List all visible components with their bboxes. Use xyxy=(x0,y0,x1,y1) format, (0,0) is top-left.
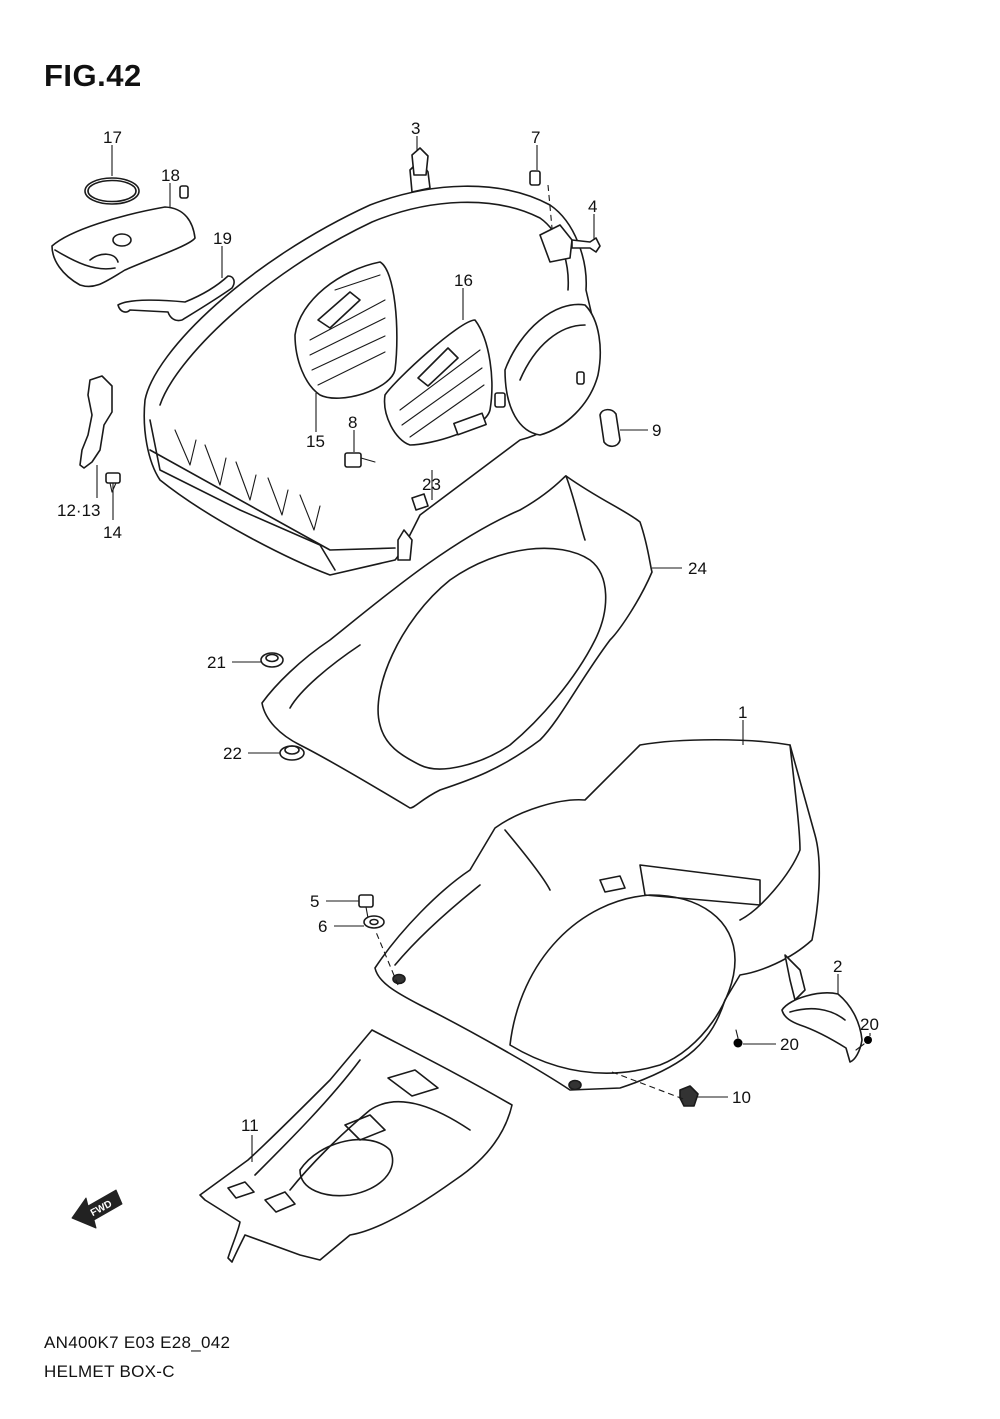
part-16-mat[interactable] xyxy=(383,319,506,446)
part-2-cover[interactable] xyxy=(781,992,863,1063)
figure-title: FIG.42 xyxy=(44,58,142,93)
callout-1: 1 xyxy=(738,703,747,722)
part-21-grommet[interactable] xyxy=(260,652,284,668)
part-12-13-bracket[interactable] xyxy=(79,375,113,469)
callout-4: 4 xyxy=(588,197,597,216)
callout-20-left: 20 xyxy=(780,1035,799,1054)
callout-15: 15 xyxy=(306,432,325,451)
callout-22: 22 xyxy=(223,744,242,763)
part-14-screw[interactable] xyxy=(105,472,121,493)
part-6-washer[interactable] xyxy=(363,915,385,929)
callout-23: 23 xyxy=(422,475,441,494)
callout-10: 10 xyxy=(732,1088,751,1107)
part-1-helmet-box[interactable] xyxy=(374,738,821,1091)
part-17-o-ring[interactable] xyxy=(84,177,140,205)
part-9-clip[interactable] xyxy=(599,408,621,448)
part-18-cover[interactable] xyxy=(51,206,196,288)
callout-19: 19 xyxy=(213,229,232,248)
callout-12-13: 12·13 xyxy=(57,501,100,520)
callout-21: 21 xyxy=(207,653,226,672)
callout-3: 3 xyxy=(411,119,420,138)
callout-7: 7 xyxy=(531,128,540,147)
callout-16: 16 xyxy=(454,271,473,290)
part-20-screw-b[interactable] xyxy=(855,1036,872,1051)
callout-9: 9 xyxy=(652,421,661,440)
leader-lines xyxy=(96,136,871,1162)
diagram-name: HELMET BOX-C xyxy=(44,1362,175,1381)
callout-17: 17 xyxy=(103,128,122,147)
callout-11: 11 xyxy=(241,1116,259,1135)
part-3-clip[interactable] xyxy=(411,147,429,176)
part-22-grommet[interactable] xyxy=(279,745,305,761)
part-11-undertray[interactable] xyxy=(199,1029,513,1263)
callout-5: 5 xyxy=(310,892,319,911)
callout-8: 8 xyxy=(348,413,357,432)
callout-14: 14 xyxy=(103,523,122,542)
fwd-arrow-icon: FWD xyxy=(71,1189,123,1229)
callout-6: 6 xyxy=(318,917,327,936)
part-24-liner[interactable] xyxy=(261,475,653,809)
diagram-code: AN400K7 E03 E28_042 xyxy=(44,1333,231,1352)
callout-2: 2 xyxy=(833,957,842,976)
callout-18: 18 xyxy=(161,166,180,185)
part-23-plate[interactable] xyxy=(411,493,429,511)
callout-20-right: 20 xyxy=(860,1015,879,1034)
callout-labels: 17 18 19 3 7 4 16 15 8 9 23 12·13 14 24 … xyxy=(57,119,879,1135)
part-15-mat[interactable] xyxy=(294,261,398,399)
part-5-bolt[interactable] xyxy=(358,894,374,919)
part-7-nut[interactable] xyxy=(529,170,541,186)
part-8-bolt[interactable] xyxy=(344,452,376,468)
callout-24: 24 xyxy=(688,559,707,578)
part-20-screw-a[interactable] xyxy=(733,1029,743,1048)
part-10-nut[interactable] xyxy=(679,1085,699,1107)
part-19-strap[interactable] xyxy=(117,275,235,322)
part-4-bolt[interactable] xyxy=(571,237,601,253)
